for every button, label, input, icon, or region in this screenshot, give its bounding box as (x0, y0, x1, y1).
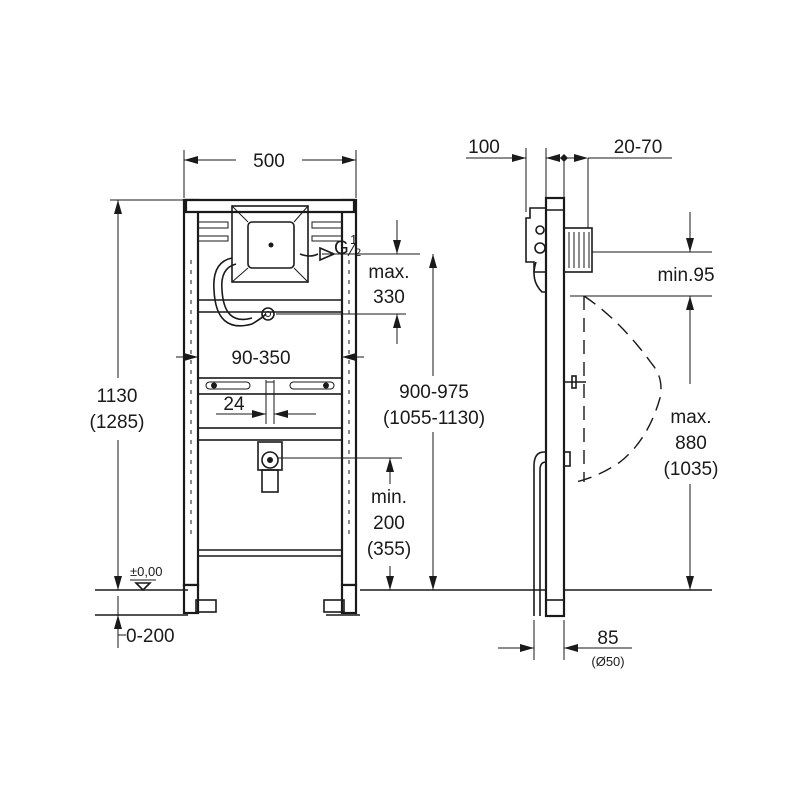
label-24: 24 (223, 394, 245, 415)
side-frame-profile (544, 196, 566, 618)
label-0-200: 0-200 (126, 626, 175, 647)
dim-90-350: 90-350 (176, 344, 364, 376)
label-max-880-alt: (1035) (664, 459, 719, 480)
bracket-slot-right (289, 381, 335, 390)
bracket-rail (197, 377, 343, 395)
dim-0-200: 0-200 (114, 596, 175, 648)
label-pipe-diameter: (Ø50) (591, 654, 624, 669)
label-max-880-line1: max. (670, 407, 711, 428)
actuator-plate (563, 227, 593, 273)
urinal-outline (575, 295, 662, 483)
inlet-arrow-icon (319, 246, 337, 262)
label-90-350: 90-350 (231, 348, 290, 369)
label-min-200-line1: min. (371, 487, 407, 508)
dim-min-200: min. 200 (355) (278, 457, 411, 590)
bracket-slot-left (205, 381, 251, 390)
label-20-70: 20-70 (614, 137, 663, 158)
dim-max-330: max. 330 (276, 220, 420, 344)
dim-max-880: max. 880 (1035) (664, 407, 719, 590)
dim-total-height: 1130 (1285) (90, 199, 190, 590)
dim-900-975: 900-975 (1055-1130) (383, 254, 485, 590)
front-view (182, 198, 358, 615)
rail-slot-right-1 (311, 221, 343, 229)
label-total-height: 1130 (97, 386, 138, 407)
lower-crossbar (197, 427, 343, 441)
label-900-975-alt: (1055-1130) (383, 408, 485, 429)
label-min-95: min.95 (657, 265, 714, 286)
label-width: 500 (253, 151, 285, 172)
dim-20-70: 20-70 (563, 137, 672, 228)
zero-level-marker: ±0,00 (130, 564, 162, 592)
dim-min-95: min.95 (570, 212, 715, 384)
foot-right (340, 583, 358, 615)
foot-plate-left (195, 599, 217, 613)
drain-pipe (261, 469, 279, 493)
label-thread: G (334, 238, 349, 259)
label-zero-level: ±0,00 (130, 564, 162, 579)
hose-connector (261, 307, 275, 321)
dim-100: 100 (466, 137, 568, 212)
flush-valve-inner (247, 221, 295, 269)
label-total-height-alt: (1285) (90, 412, 145, 433)
label-max-330-line2: 330 (373, 287, 405, 308)
label-100: 100 (468, 137, 500, 158)
label-85: 85 (597, 628, 618, 649)
foot-left (182, 583, 200, 615)
side-view (525, 196, 662, 618)
dim-85: 85 (Ø50) (498, 620, 632, 669)
dim-width: 500 (183, 150, 357, 198)
drain-outlet (257, 441, 283, 471)
label-max-330-line1: max. (368, 262, 409, 283)
rail-slot-left-1 (197, 221, 229, 229)
label-min-200-line2: 200 (373, 513, 405, 534)
foot-plate-right (323, 599, 345, 613)
label-thread-den: 2 (355, 247, 361, 259)
rail-slot-left-2 (197, 235, 229, 242)
dim-24: 24 (216, 380, 316, 424)
side-hose (533, 261, 546, 293)
water-inlet-pipe (299, 253, 319, 257)
side-valve-housing (525, 207, 547, 273)
label-900-975: 900-975 (399, 382, 469, 403)
flush-valve-box (231, 205, 309, 283)
side-drain-pipe (533, 451, 546, 616)
supply-hose (213, 257, 267, 327)
label-max-880-line2: 880 (675, 433, 707, 454)
label-min-200-alt: (355) (367, 539, 411, 560)
label-thread-num: 1 (350, 232, 357, 247)
level-triangle-icon (134, 582, 152, 592)
rail-slot-right-2 (311, 235, 343, 242)
